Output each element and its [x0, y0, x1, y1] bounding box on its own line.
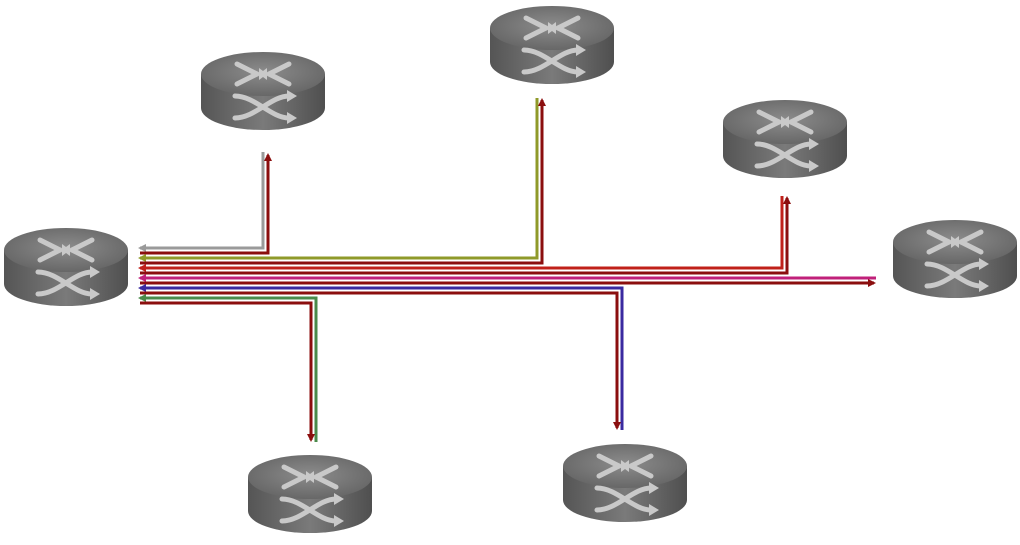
router-icon[interactable]	[723, 100, 847, 178]
link-bottom-left-green	[138, 294, 318, 442]
link-bottom-center-red	[140, 291, 621, 430]
link-top-center-olive	[138, 98, 539, 262]
link-top-center-red	[140, 98, 546, 265]
link-right-upper-darkred	[140, 196, 791, 275]
link-bottom-left-red	[140, 301, 315, 442]
router-icon[interactable]	[563, 444, 687, 522]
router-icon[interactable]	[893, 220, 1017, 298]
router-icon[interactable]	[4, 228, 128, 306]
link-top-left-red	[140, 153, 272, 255]
router-icon[interactable]	[490, 6, 614, 84]
link-right-upper-red	[138, 196, 784, 272]
links-layer	[138, 98, 876, 442]
link-top-left-gray	[138, 152, 265, 252]
router-icon[interactable]	[248, 455, 372, 533]
link-bottom-center-blue	[138, 284, 624, 430]
router-icon[interactable]	[201, 52, 325, 130]
